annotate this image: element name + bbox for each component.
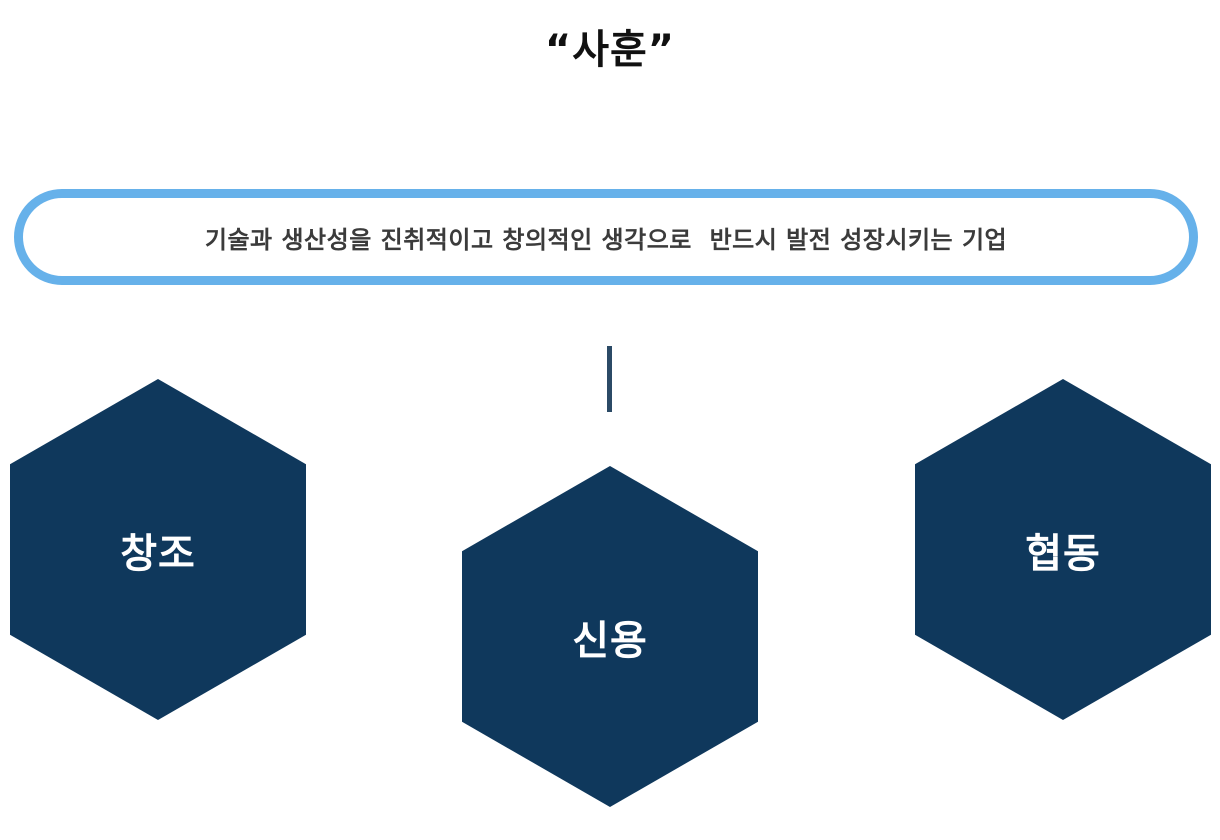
connector-line bbox=[607, 346, 612, 412]
value-label-trust: 신용 bbox=[572, 617, 648, 664]
motto-banner: 기술과 생산성을 진취적이고 창의적인 생각으로 반드시 발전 성장시키는 기업 bbox=[14, 189, 1198, 285]
value-hexagon-creation: 창조 bbox=[10, 379, 306, 720]
value-hexagon-cooperation: 협동 bbox=[915, 379, 1211, 720]
value-hexagon-trust: 신용 bbox=[462, 466, 758, 807]
motto-text: 기술과 생산성을 진취적이고 창의적인 생각으로 반드시 발전 성장시키는 기업 bbox=[204, 225, 1008, 254]
value-label-cooperation: 협동 bbox=[1025, 530, 1101, 577]
value-label-creation: 창조 bbox=[120, 530, 196, 577]
page-title: “사훈” bbox=[544, 27, 676, 73]
